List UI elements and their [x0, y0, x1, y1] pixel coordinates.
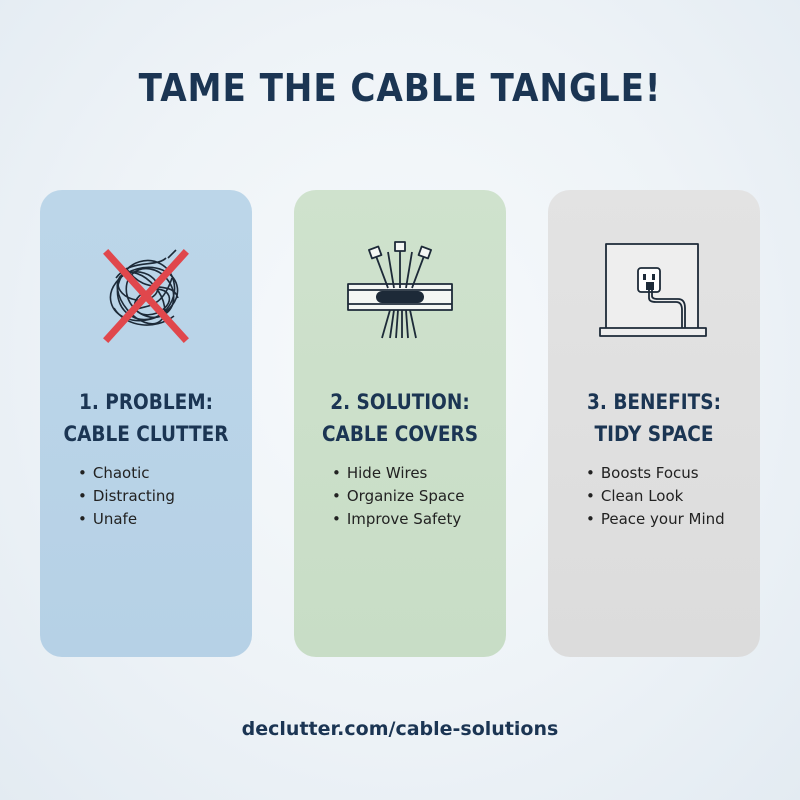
card-heading-line: 2. SOLUTION:	[330, 390, 470, 414]
bullet-item: Boosts Focus	[586, 462, 725, 485]
card-heading-line: CABLE CLUTTER	[63, 422, 229, 446]
card-problem: 1. PROBLEM: CABLE CLUTTER Chaotic Distra…	[40, 190, 252, 657]
wall-outlet-icon	[548, 238, 760, 348]
card-heading-line: CABLE COVERS	[321, 422, 479, 446]
bullet-list: Hide Wires Organize Space Improve Safety	[332, 462, 465, 531]
bullet-item: Organize Space	[332, 485, 465, 508]
bullet-item: Unafe	[78, 508, 175, 531]
bullet-item: Distracting	[78, 485, 175, 508]
card-heading: 2. SOLUTION: CABLE COVERS	[307, 386, 494, 450]
card-heading-line: 1. PROBLEM:	[78, 390, 214, 414]
card-heading-line: TIDY SPACE	[594, 422, 714, 446]
bullet-item: Improve Safety	[332, 508, 465, 531]
card-heading: 3. BENEFITS: TIDY SPACE	[561, 386, 748, 450]
bullet-list: Chaotic Distracting Unafe	[78, 462, 175, 531]
card-benefits: 3. BENEFITS: TIDY SPACE Boosts Focus Cle…	[548, 190, 760, 657]
bullet-item: Chaotic	[78, 462, 175, 485]
bullet-item: Hide Wires	[332, 462, 465, 485]
card-heading-line: 3. BENEFITS:	[587, 390, 721, 414]
bullet-item: Clean Look	[586, 485, 725, 508]
footer-url[interactable]: declutter.com/cable-solutions	[241, 718, 559, 740]
card-heading: 1. PROBLEM: CABLE CLUTTER	[53, 386, 240, 450]
cable-cover-icon	[294, 238, 506, 348]
bullet-list: Boosts Focus Clean Look Peace your Mind	[586, 462, 725, 531]
bullet-item: Peace your Mind	[586, 508, 725, 531]
tangled-cables-crossed-icon	[40, 238, 252, 348]
card-solution: 2. SOLUTION: CABLE COVERS Hide Wires Org…	[294, 190, 506, 657]
page-title: TAME THE CABLE TANGLE!	[138, 66, 662, 110]
